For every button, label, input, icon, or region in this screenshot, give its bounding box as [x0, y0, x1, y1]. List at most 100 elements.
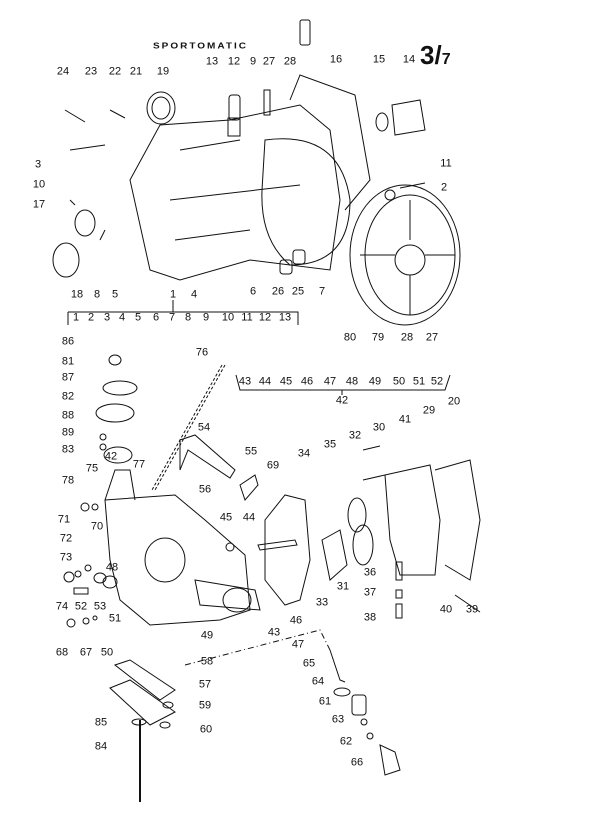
part-callout-33: 33 — [315, 596, 329, 609]
group-item-label-49: 49 — [368, 375, 382, 388]
group-item-label-6: 6 — [152, 311, 160, 324]
part-callout-47: 47 — [291, 638, 305, 651]
part-callout-5: 5 — [111, 288, 119, 301]
part-callout-77: 77 — [132, 458, 146, 471]
part-callout-32: 32 — [348, 429, 362, 442]
part-callout-44: 44 — [242, 511, 256, 524]
group-item-label-12: 12 — [258, 311, 272, 324]
part-callout-1: 1 — [169, 288, 177, 301]
part-callout-43: 43 — [267, 626, 281, 639]
part-callout-70: 70 — [90, 520, 104, 533]
part-callout-49: 49 — [200, 629, 214, 642]
part-callout-37: 37 — [363, 586, 377, 599]
group-item-label-43: 43 — [238, 375, 252, 388]
part-callout-2: 2 — [440, 181, 448, 194]
part-callout-42: 42 — [335, 394, 349, 407]
group-item-label-50: 50 — [392, 375, 406, 388]
part-callout-67: 67 — [79, 646, 93, 659]
group-item-label-1: 1 — [72, 311, 80, 324]
part-callout-55: 55 — [244, 445, 258, 458]
part-callout-48: 48 — [105, 561, 119, 574]
part-callout-63: 63 — [331, 713, 345, 726]
group-item-label-13: 13 — [278, 311, 292, 324]
part-callout-41: 41 — [398, 413, 412, 426]
part-callout-65: 65 — [302, 657, 316, 670]
part-callout-38: 38 — [363, 611, 377, 624]
part-callout-87: 87 — [61, 371, 75, 384]
part-callout-13: 13 — [205, 55, 219, 68]
part-callout-86: 86 — [61, 335, 75, 348]
part-callout-74: 74 — [55, 600, 69, 613]
part-callout-20: 20 — [447, 395, 461, 408]
part-callout-46: 46 — [289, 614, 303, 627]
group-item-label-11: 11 — [241, 311, 253, 324]
part-callout-26: 26 — [271, 285, 285, 298]
part-callout-6: 6 — [249, 285, 257, 298]
part-callout-21: 21 — [129, 65, 143, 78]
part-callout-7: 7 — [318, 285, 326, 298]
part-callout-27: 27 — [425, 331, 439, 344]
part-callout-36: 36 — [363, 566, 377, 579]
group-item-label-47: 47 — [323, 375, 337, 388]
part-callout-62: 62 — [339, 735, 353, 748]
part-callout-45: 45 — [219, 511, 233, 524]
sheet-number-main: 3/ — [420, 40, 442, 70]
part-callout-51: 51 — [108, 612, 122, 625]
part-callout-3: 3 — [34, 158, 42, 171]
group-item-label-44: 44 — [258, 375, 272, 388]
part-callout-52: 52 — [74, 600, 88, 613]
part-callout-19: 19 — [156, 65, 170, 78]
group-item-label-52: 52 — [430, 375, 444, 388]
dipstick — [151, 364, 226, 491]
part-callout-15: 15 — [372, 53, 386, 66]
part-callout-61: 61 — [318, 695, 332, 708]
part-callout-80: 80 — [343, 331, 357, 344]
part-callout-84: 84 — [94, 740, 108, 753]
part-callout-34: 34 — [297, 447, 311, 460]
part-callout-29: 29 — [422, 404, 436, 417]
part-callout-28: 28 — [283, 55, 297, 68]
part-callout-73: 73 — [59, 551, 73, 564]
group-item-label-2: 2 — [87, 311, 95, 324]
sump-plates — [109, 659, 176, 802]
part-callout-57: 57 — [198, 678, 212, 691]
upper-left-cover-parts — [63, 354, 138, 628]
part-callout-76: 76 — [195, 346, 209, 359]
part-callout-4: 4 — [190, 288, 198, 301]
part-callout-53: 53 — [93, 600, 107, 613]
part-callout-66: 66 — [350, 756, 364, 769]
part-callout-60: 60 — [199, 723, 213, 736]
part-callout-89: 89 — [61, 426, 75, 439]
group-item-label-48: 48 — [345, 375, 359, 388]
sheet-number: 3/7 — [420, 40, 451, 71]
part-callout-39: 39 — [465, 603, 479, 616]
part-callout-85: 85 — [94, 716, 108, 729]
part-callout-54: 54 — [197, 421, 211, 434]
gaskets-and-plates — [264, 445, 481, 619]
group-item-label-51: 51 — [412, 375, 426, 388]
part-callout-9: 9 — [249, 55, 257, 68]
part-callout-16: 16 — [329, 53, 343, 66]
top-group-bracket — [67, 300, 299, 325]
sheet-number-sub: 7 — [441, 51, 451, 68]
part-callout-42: 42 — [104, 450, 118, 463]
differential-housing — [104, 469, 261, 626]
part-callout-18: 18 — [70, 288, 84, 301]
group-item-label-9: 9 — [202, 311, 210, 324]
part-callout-78: 78 — [61, 474, 75, 487]
part-callout-22: 22 — [108, 65, 122, 78]
selector-parts — [179, 434, 298, 552]
part-callout-81: 81 — [61, 355, 75, 368]
group-item-label-46: 46 — [300, 375, 314, 388]
part-callout-68: 68 — [55, 646, 69, 659]
selector-shaft-parts — [184, 629, 401, 776]
part-callout-8: 8 — [93, 288, 101, 301]
diagram-title: SPORTOMATIC — [153, 42, 248, 51]
part-callout-79: 79 — [371, 331, 385, 344]
part-callout-31: 31 — [336, 580, 350, 593]
part-callout-58: 58 — [200, 655, 214, 668]
part-callout-12: 12 — [227, 55, 241, 68]
part-callout-30: 30 — [372, 421, 386, 434]
group-item-label-8: 8 — [184, 311, 192, 324]
